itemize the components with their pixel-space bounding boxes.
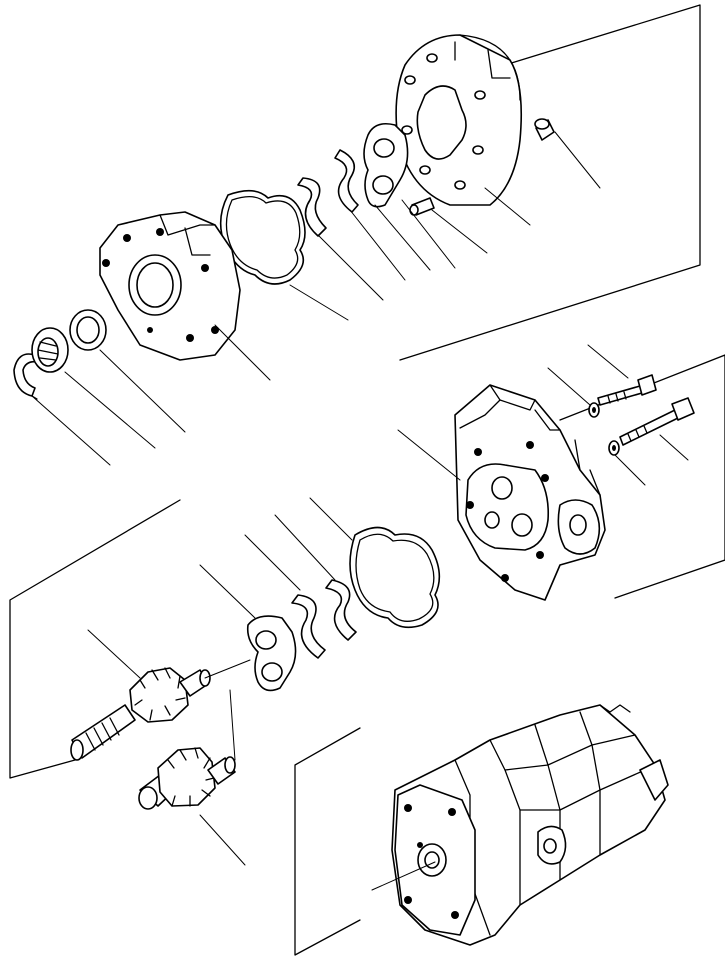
washer-upper: [588, 402, 600, 418]
lower-bracket: [294, 727, 361, 956]
mounting-bolt-lower: [619, 397, 695, 446]
rear-cover: [395, 34, 522, 206]
seal-backup-rear: [334, 149, 359, 213]
side-plate-rear: [363, 122, 409, 208]
rear-dowel-pin: [534, 118, 555, 141]
left-bracket: [9, 499, 181, 779]
mounting-bolt-upper: [597, 374, 657, 406]
front-cover: [99, 211, 241, 361]
driven-gear: [138, 747, 236, 810]
o-ring-front: [349, 526, 441, 629]
seal-rear: [297, 177, 327, 237]
oil-seal: [31, 327, 69, 373]
upper-bracket: [399, 4, 701, 361]
seal-front: [325, 579, 357, 641]
side-plate-front: [246, 615, 297, 692]
seal-retainer-ring: [69, 309, 107, 351]
pump-assembly: [391, 704, 669, 946]
pin-short: [409, 197, 435, 216]
drive-gear-shaft: [70, 667, 211, 761]
seal-backup-front: [291, 594, 326, 659]
gear-case: [454, 384, 606, 601]
leader-lines: [31, 131, 689, 891]
washer-lower: [608, 440, 620, 456]
